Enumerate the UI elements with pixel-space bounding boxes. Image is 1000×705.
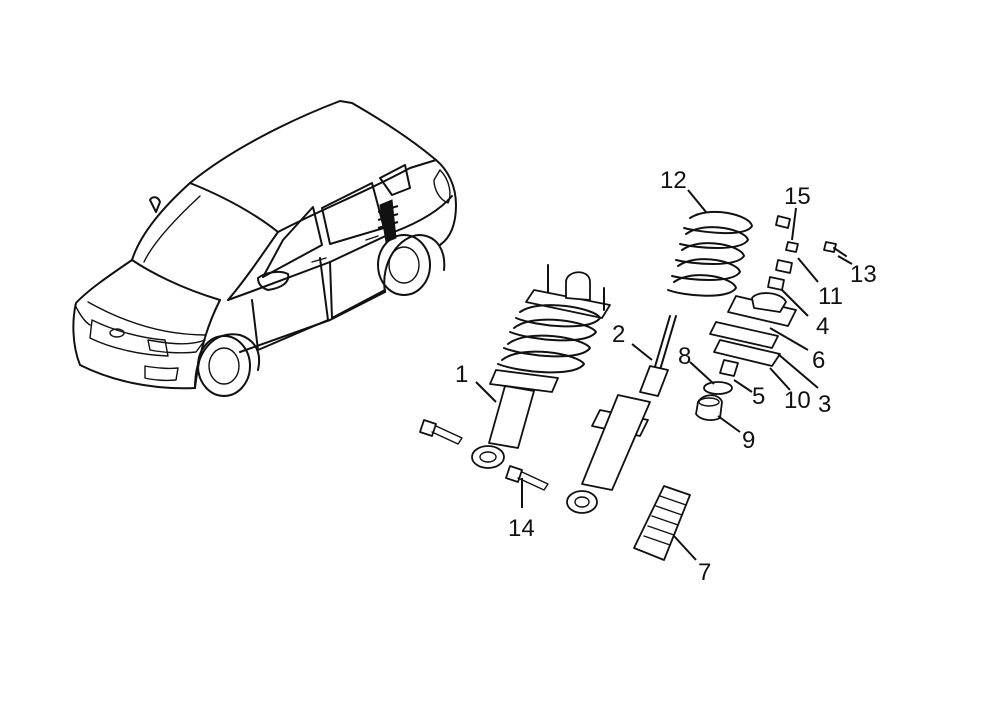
front-strut-assembly — [471, 264, 611, 469]
callout-1: 1 — [455, 361, 468, 388]
callout-8: 8 — [678, 343, 691, 370]
callout-4: 4 — [816, 313, 829, 340]
callout-6: 6 — [812, 347, 825, 374]
upper-mount — [727, 292, 797, 327]
washer — [703, 381, 733, 395]
callout-2: 2 — [612, 321, 625, 348]
dust-boot — [633, 485, 691, 561]
bump-stop — [719, 359, 739, 377]
bolt-lower — [505, 465, 549, 491]
callout-7: 7 — [698, 559, 711, 586]
callout-3: 3 — [818, 391, 831, 418]
bolt-13 — [823, 241, 847, 257]
callout-11: 11 — [818, 283, 843, 310]
mount-plate — [709, 321, 779, 349]
callout-12: 12 — [660, 167, 687, 194]
bolt-upper — [419, 419, 463, 445]
nut-4 — [767, 276, 785, 291]
callout-14: 14 — [508, 515, 535, 542]
coil-spring — [667, 210, 753, 297]
bearing-plate — [713, 339, 781, 367]
callout-5: 5 — [752, 383, 765, 410]
nut-15 — [775, 215, 799, 253]
callout-13: 13 — [850, 261, 877, 288]
callout-10: 10 — [784, 387, 811, 414]
vehicle-illustration — [72, 100, 457, 397]
callout-15: 15 — [784, 183, 811, 210]
shock-absorber — [566, 315, 677, 514]
nut-11 — [775, 259, 793, 274]
leader-lines — [475, 189, 853, 561]
callout-labels: 1 2 3 4 5 6 7 8 9 10 11 12 13 14 15 — [455, 167, 877, 586]
callout-9: 9 — [742, 427, 755, 454]
